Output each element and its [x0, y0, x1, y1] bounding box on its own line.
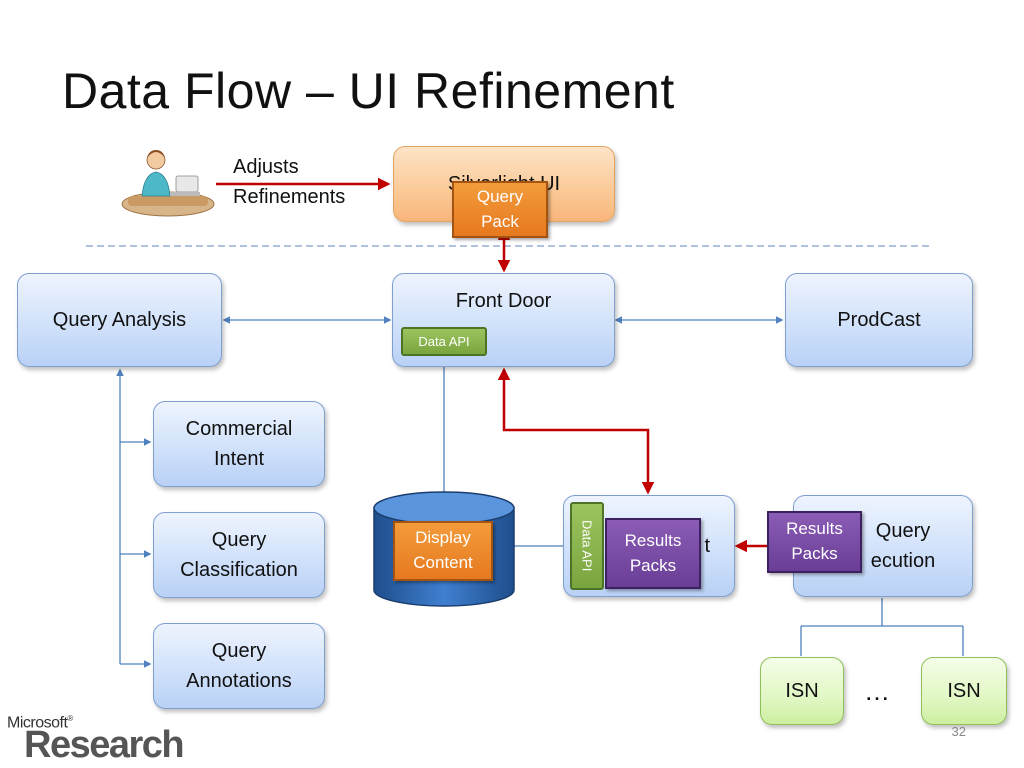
isn-box-right: ISN	[921, 657, 1007, 725]
microsoft-wordmark: Microsoft	[7, 714, 68, 732]
query-classification-box: Query Classification	[153, 512, 325, 598]
commercial-intent-box: Commercial Intent	[153, 401, 325, 487]
user-action-line1: Adjusts	[233, 156, 299, 178]
isn-box-left: ISN	[760, 657, 844, 725]
data-api-vertical-label: Data API	[579, 520, 595, 572]
results-packs-right-line2: Packs	[791, 544, 838, 563]
slide-title: Data Flow – UI Refinement	[62, 63, 675, 119]
prodcast-label: ProdCast	[837, 309, 921, 331]
query-execution-line1: Query	[875, 520, 931, 542]
research-logo-text: Research	[24, 724, 185, 766]
query-annotations-line1: Query	[211, 640, 267, 662]
prodcast-box: ProdCast	[785, 273, 973, 367]
front-door-label: Front Door	[455, 290, 552, 312]
commercial-intent-line2: Intent	[213, 448, 265, 470]
display-content-line2: Content	[413, 553, 473, 572]
results-packs-center-line2: Packs	[629, 555, 677, 575]
data-api-tag: Data API	[401, 327, 487, 356]
page-number: 32	[951, 724, 966, 739]
query-pack-line2: Pack	[481, 211, 519, 231]
isn-ellipsis: …	[864, 676, 890, 706]
query-pack-line1: Query	[476, 186, 524, 206]
commercial-intent-line1: Commercial	[185, 418, 293, 440]
results-packs-tag-right: Results Packs	[767, 511, 862, 573]
results-packs-center-line1: Results	[624, 530, 682, 550]
query-annotations-box: Query Annotations	[153, 623, 325, 709]
results-packs-right-line1: Results	[786, 519, 843, 539]
arrow-frontdoor-aggregator	[497, 367, 655, 495]
user-at-desk-icon	[121, 150, 215, 217]
user-action-label: Adjusts Refinements	[233, 152, 345, 212]
user-action-line2: Refinements	[233, 186, 346, 208]
query-classification-line2: Classification	[180, 559, 298, 581]
query-classification-line1: Query	[211, 529, 267, 551]
query-execution-line2: ecution	[870, 550, 936, 572]
display-content-line1: Display	[415, 528, 471, 548]
microsoft-logo-text: Microsoft®	[7, 714, 73, 732]
query-analysis-box: Query Analysis	[17, 273, 222, 367]
display-content-tag: Display Content	[393, 521, 493, 581]
data-api-label: Data API	[418, 334, 470, 349]
query-pack-tag: Query Pack	[452, 181, 548, 238]
results-packs-tag-center: Results Packs	[605, 518, 701, 589]
isn-right-label: ISN	[947, 679, 981, 702]
data-api-vertical-tag: Data API	[570, 502, 604, 590]
query-annotations-line2: Annotations	[186, 670, 292, 692]
query-analysis-label: Query Analysis	[52, 309, 187, 331]
aggregator-label-fragment: t	[704, 535, 710, 557]
isn-left-label: ISN	[785, 679, 819, 702]
